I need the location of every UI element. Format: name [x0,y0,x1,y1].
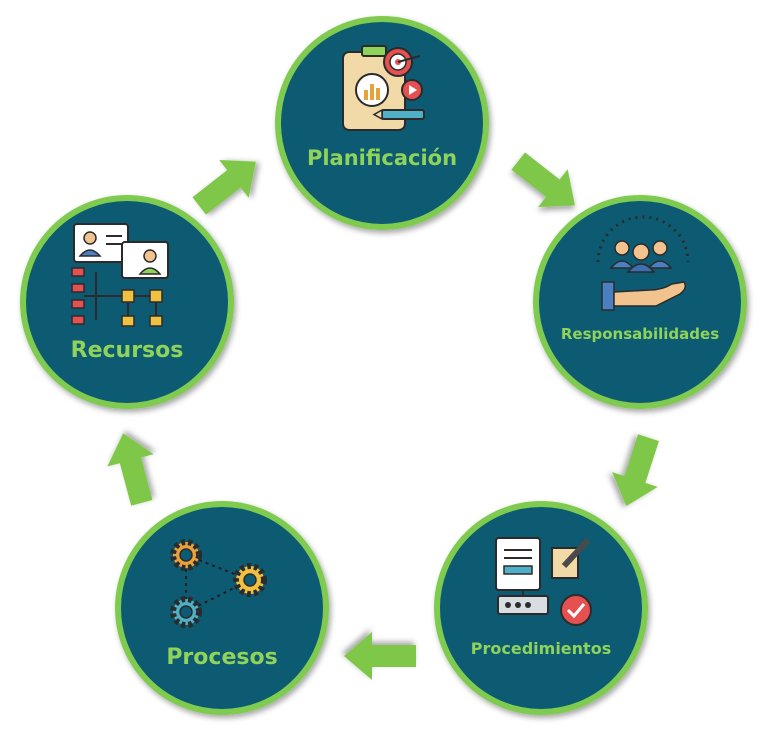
node-planificacion: Planificación [275,16,489,230]
node-label-procedimientos: Procedimientos [471,639,611,658]
node-recursos: Recursos [20,195,234,409]
arrow-planificacion-to-responsabilidades [511,152,575,208]
node-procedimientos: Procedimientos [434,501,648,715]
gears-network-icon [170,539,267,628]
people-org-chart-icon [71,223,169,327]
arrow-responsabilidades-to-procedimientos [612,434,659,507]
arrow-procesos-to-recursos [107,433,154,506]
clipboard-target-icon [342,45,425,131]
node-label-responsabilidades: Responsabilidades [561,325,719,343]
team-hand-icon [596,215,690,311]
arrow-procedimientos-to-procesos [344,632,416,680]
node-label-planificacion: Planificación [307,146,457,170]
node-label-procesos: Procesos [166,645,277,670]
document-server-check-icon [495,537,592,626]
node-label-recursos: Recursos [71,338,184,363]
arrow-recursos-to-planificacion [192,159,256,215]
node-responsabilidades: Responsabilidades [533,195,747,409]
node-procesos: Procesos [115,501,329,715]
